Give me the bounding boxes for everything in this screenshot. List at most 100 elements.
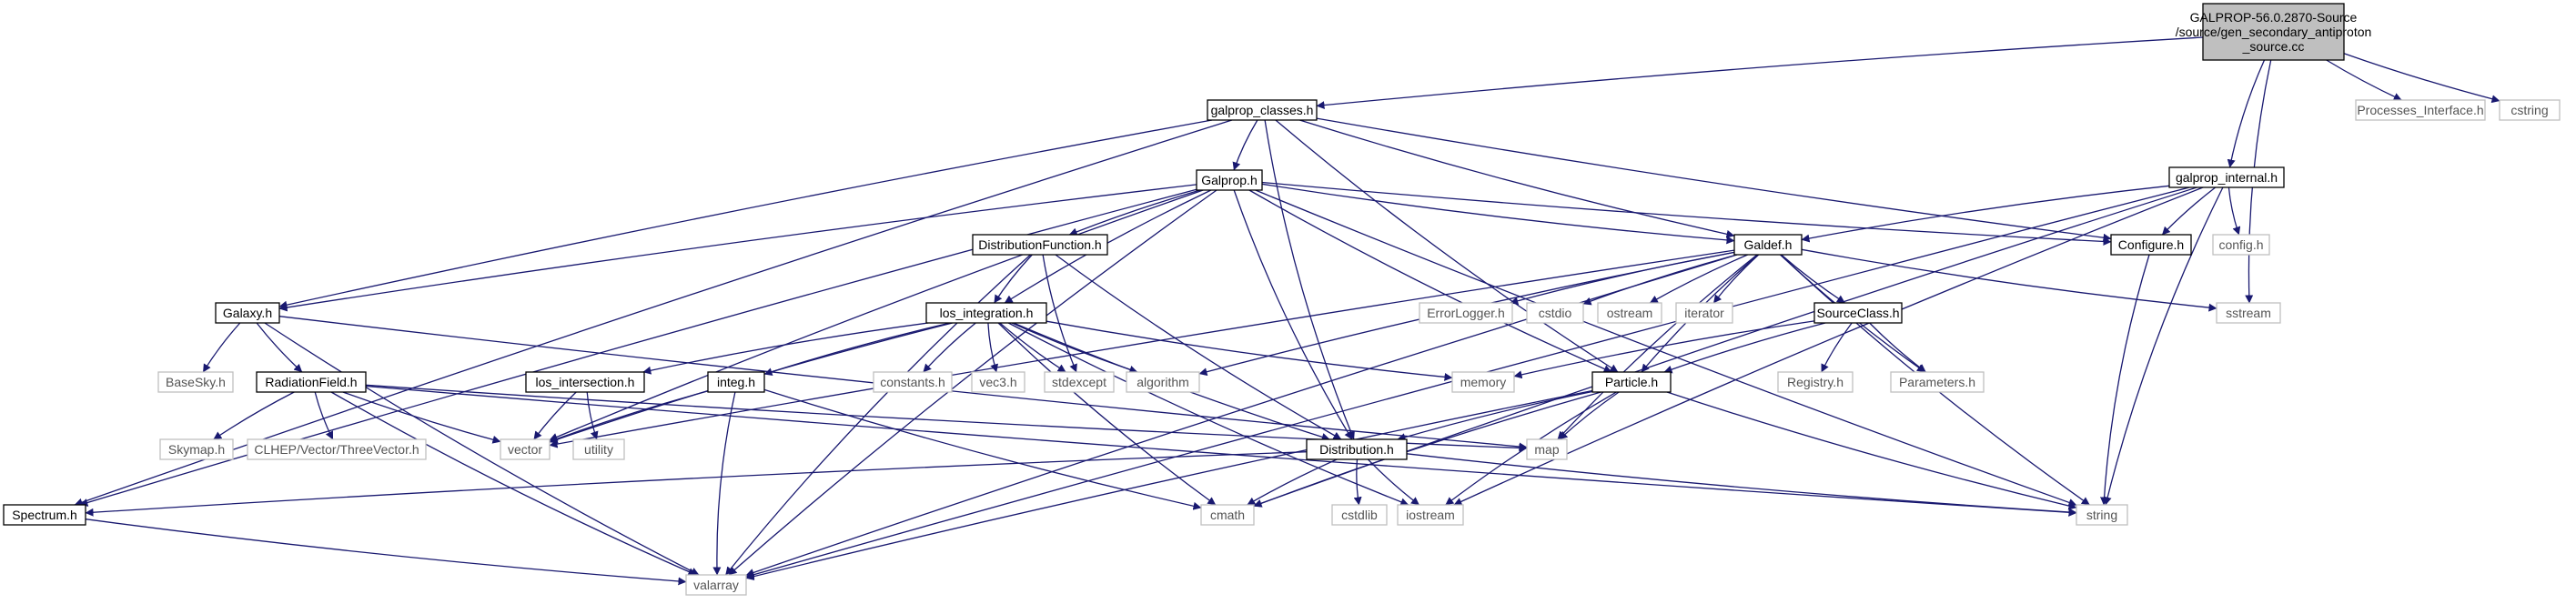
node-galprop-internal[interactable]: galprop_internal.h: [2168, 166, 2285, 188]
node-box: [1126, 371, 1200, 393]
edge-distfunc-to-distribution: [1055, 254, 1342, 440]
edge-galprop-classes-to-spectrum: [74, 119, 1233, 507]
node-particle[interactable]: Particle.h: [1591, 371, 1672, 393]
node-box: [1207, 99, 1318, 121]
edge-radiationfield-to-skymap: [213, 391, 295, 440]
node-label: CLHEP/Vector/ThreeVector.h: [254, 442, 419, 457]
node-box: [1675, 302, 1733, 324]
edge-galdef-to-iterator: [1712, 254, 1760, 304]
node-box: [215, 302, 280, 324]
node-box: [1591, 371, 1672, 393]
node-memory: memory: [1451, 371, 1515, 393]
node-processes-interface: Processes_Interface.h: [2355, 99, 2486, 121]
edge-galaxy-to-basesky: [202, 322, 241, 373]
header-nodes: GALPROP-56.0.2870-Source/source/gen_seco…: [3, 3, 2561, 596]
node-label: Processes_Interface.h: [2357, 103, 2483, 117]
node-distfunc[interactable]: DistributionFunction.h: [972, 234, 1108, 256]
node-spectrum[interactable]: Spectrum.h: [3, 504, 86, 526]
node-box: [2212, 234, 2270, 256]
node-integ[interactable]: integ.h: [707, 371, 765, 393]
edge-distribution-to-string: [1406, 453, 2077, 517]
node-distribution[interactable]: Distribution.h: [1306, 438, 1408, 460]
edge-distribution-to-spectrum: [85, 451, 1308, 517]
node-label: constants.h: [880, 375, 945, 389]
node-box: [2202, 3, 2345, 61]
node-label: cstring: [2510, 103, 2548, 117]
node-skymap: Skymap.h: [159, 438, 234, 460]
edge-los-integration-to-vec3: [987, 322, 999, 373]
node-label: Distribution.h: [1319, 442, 1394, 457]
node-radiationfield[interactable]: RadiationField.h: [256, 371, 367, 393]
node-label: memory: [1460, 375, 1507, 389]
edge-galprop-classes-to-distribution: [1264, 119, 1355, 440]
node-box: [525, 371, 645, 393]
node-box: [3, 504, 86, 526]
node-label: BaseSky.h: [166, 375, 226, 389]
node-root[interactable]: GALPROP-56.0.2870-Source/source/gen_seco…: [2176, 3, 2372, 61]
edge-los-integration-to-cmath: [997, 322, 1217, 506]
edge-los-integration-to-iostream: [1007, 322, 1409, 507]
edge-galprop-h-to-configure: [1261, 181, 2112, 246]
edge-galdef-to-errorlogger: [1510, 251, 1735, 306]
edge-galprop-h-to-valarray: [728, 189, 1217, 576]
node-label: cstdlib: [1341, 508, 1378, 522]
node-galprop-classes[interactable]: galprop_classes.h: [1207, 99, 1318, 121]
node-box: [1419, 302, 1513, 324]
edge-distribution-to-cmath: [1247, 458, 1338, 506]
edge-galprop-h-to-galaxy: [278, 184, 1197, 312]
node-galdef[interactable]: Galdef.h: [1733, 234, 1803, 256]
node-box: [1044, 371, 1115, 393]
node-label: vec3.h: [979, 375, 1016, 389]
edge-galprop-classes-to-galprop-h: [1232, 119, 1258, 171]
edge-particle-to-distribution: [1397, 390, 1593, 441]
node-box: [157, 371, 234, 393]
node-label: Registry.h: [1787, 375, 1844, 389]
node-label: Particle.h: [1605, 375, 1658, 389]
node-box: [1196, 169, 1263, 191]
node-los-integration[interactable]: los_integration.h: [925, 302, 1047, 324]
edge-galprop-classes-to-galdef: [1299, 119, 1735, 238]
edge-root-to-cstring: [2343, 53, 2500, 104]
edge-particle-to-map: [1559, 391, 1620, 440]
node-basesky: BaseSky.h: [157, 371, 234, 393]
node-box: [972, 234, 1108, 256]
node-cstdio: cstdio: [1526, 302, 1584, 324]
node-box: [873, 371, 953, 393]
node-label: string: [2086, 508, 2117, 522]
edge-los-integration-to-constants: [923, 322, 976, 373]
node-box: [1526, 438, 1568, 460]
node-box: [500, 438, 551, 460]
node-registry: Registry.h: [1777, 371, 1854, 393]
node-box: [2168, 166, 2285, 188]
edge-los-integration-to-los-intersection: [642, 322, 929, 375]
node-label: integ.h: [717, 375, 755, 389]
node-galaxy[interactable]: Galaxy.h: [215, 302, 280, 324]
node-errorlogger: ErrorLogger.h: [1419, 302, 1513, 324]
node-label: SourceClass.h: [1816, 306, 1899, 320]
edge-galdef-to-sstream: [1801, 248, 2217, 312]
node-label: iostream: [1406, 508, 1455, 522]
node-label: los_intersection.h: [536, 375, 635, 389]
edge-radiationfield-to-string: [365, 385, 2077, 517]
edge-los-intersection-to-vector: [533, 391, 577, 440]
node-configure[interactable]: Configure.h: [2110, 234, 2192, 256]
edge-particle-to-cmath: [1253, 391, 1601, 508]
node-los-intersection[interactable]: los_intersection.h: [525, 371, 645, 393]
node-box: [685, 574, 747, 596]
node-box: [1451, 371, 1515, 393]
edge-sourceclass-to-parameters: [1869, 322, 1926, 373]
node-box: [247, 438, 427, 460]
node-map: map: [1526, 438, 1568, 460]
edge-particle-to-valarray: [745, 389, 1593, 581]
node-string: string: [2076, 504, 2128, 526]
node-config: config.h: [2212, 234, 2270, 256]
node-galprop-h[interactable]: Galprop.h: [1196, 169, 1263, 191]
node-sourceclass[interactable]: SourceClass.h: [1813, 302, 1903, 324]
edge-galprop-classes-to-configure: [1316, 117, 2112, 242]
node-box: [1777, 371, 1854, 393]
edge-galprop-internal-to-galdef: [1801, 185, 2170, 243]
edge-galprop-h-to-particle: [1248, 189, 1612, 373]
node-label: los_integration.h: [940, 306, 1034, 320]
node-box: [2110, 234, 2192, 256]
